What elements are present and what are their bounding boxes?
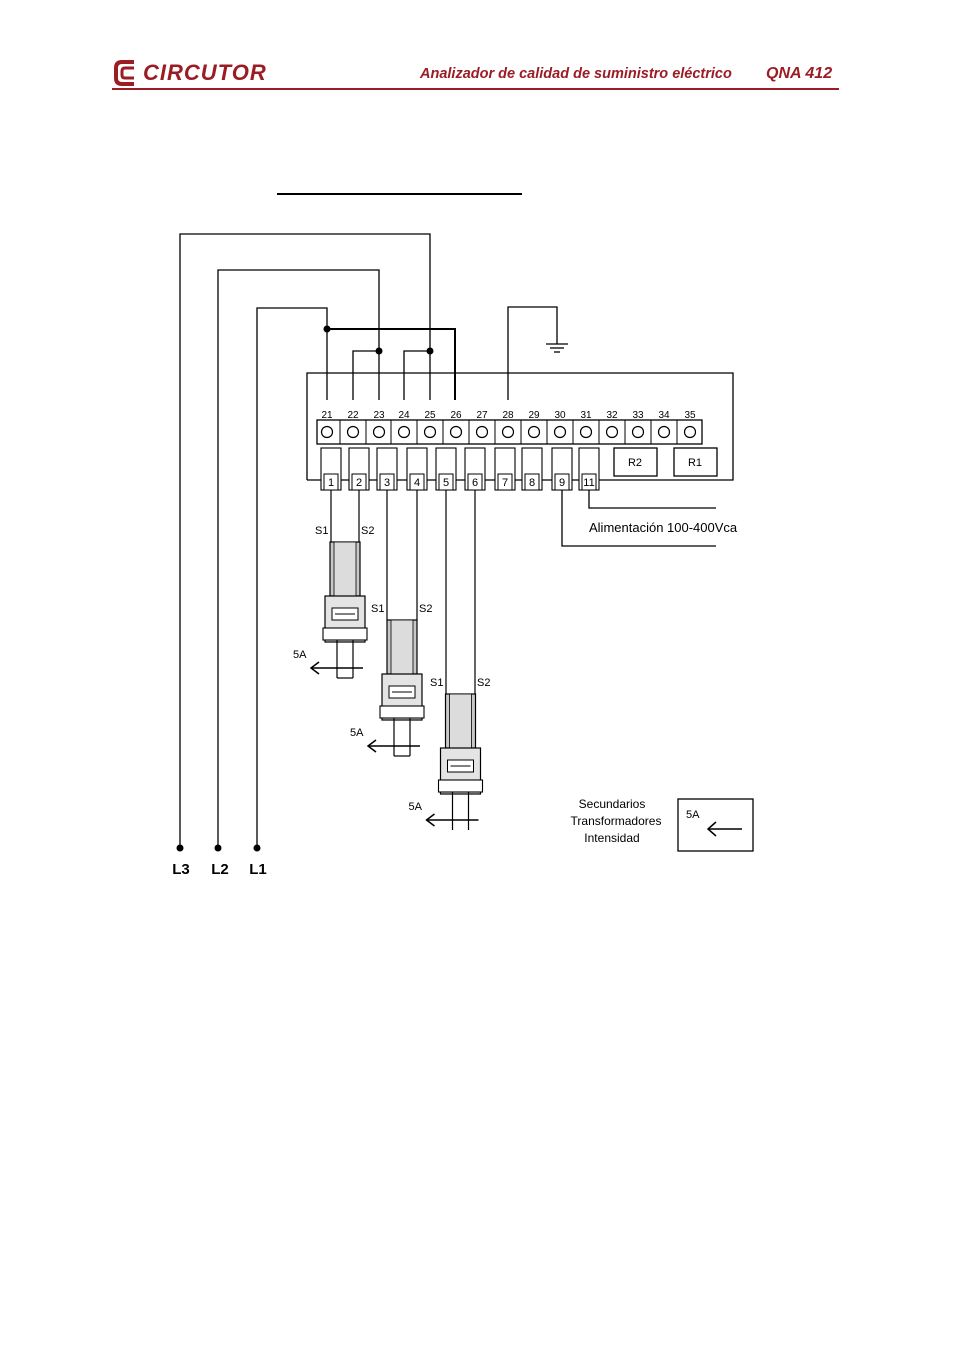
terminal-screw-icon: [320, 425, 334, 439]
terminal-label: 23: [373, 410, 385, 421]
ct-clamp: [322, 627, 368, 641]
terminal-screw-icon: [683, 425, 697, 439]
legend-line-2: Transformadores: [571, 814, 662, 828]
current-transformer: S1 S2 5A: [409, 490, 490, 830]
terminal-pin: [497, 473, 513, 491]
terminal-label: 32: [606, 410, 618, 421]
terminal-screw-icon: [631, 425, 645, 439]
ct-s2-label: S2: [477, 677, 490, 689]
terminal-label: 26: [450, 410, 462, 421]
terminal-pin: [554, 473, 570, 491]
section-heading-underline: [277, 193, 522, 195]
terminal-label: 24: [398, 410, 410, 421]
ct-upper-inner: [390, 619, 414, 675]
terminal-screw-icon: [372, 425, 386, 439]
ct-clamp: [379, 705, 425, 719]
terminal-screw-icon: [346, 425, 360, 439]
terminal-pin: [524, 473, 540, 491]
header-rule: [112, 88, 839, 90]
terminal-label: 9: [559, 477, 565, 489]
relay-r1-label: R1: [688, 457, 702, 469]
terminal-label: 3: [384, 477, 390, 489]
terminal-label: 11: [583, 477, 594, 489]
document-title: Analizador de calidad de suministro eléc…: [420, 66, 732, 82]
terminal-screw-icon: [657, 425, 671, 439]
terminal-label: 31: [580, 410, 592, 421]
terminal-screw-icon: [501, 425, 515, 439]
relay-r2-label: R2: [628, 457, 642, 469]
terminal-pin: [581, 473, 597, 491]
line-l3-label: L3: [172, 861, 190, 878]
ct-rating-label: 5A: [293, 649, 307, 661]
terminal-label: 21: [321, 410, 333, 421]
terminal-screw-icon: [605, 425, 619, 439]
ct-upper-inner: [449, 693, 472, 749]
terminal-label: 25: [424, 410, 436, 421]
terminal-label: 2: [356, 477, 362, 489]
terminal-screw-icon: [527, 425, 541, 439]
terminal-screw-icon: [449, 425, 463, 439]
arrow-left-icon: [425, 813, 435, 827]
terminal-label: 22: [347, 410, 359, 421]
terminal-label: 8: [529, 477, 535, 489]
arrow-left-icon: [309, 661, 320, 675]
terminal-screw-icon: [397, 425, 411, 439]
terminal-label: 6: [472, 477, 478, 489]
power-supply-label: Alimentación 100-400Vca: [589, 520, 738, 535]
terminal-label: 5: [443, 477, 449, 489]
legend-line-3: Intensidad: [584, 831, 639, 845]
terminal-label: 28: [502, 410, 514, 421]
legend-rating: 5A: [686, 809, 700, 821]
terminal-label: 4: [414, 477, 420, 489]
ct-s2-label: S2: [361, 525, 374, 537]
terminal-label: 1: [328, 477, 334, 489]
terminal-label: 27: [476, 410, 488, 421]
terminal-label: 30: [554, 410, 566, 421]
terminal-screw-icon: [579, 425, 593, 439]
ct-s2-label: S2: [419, 603, 432, 615]
terminal-screw-icon: [475, 425, 489, 439]
ct-rating-label: 5A: [409, 801, 423, 813]
terminal-label: 33: [632, 410, 644, 421]
terminal-label: 29: [528, 410, 540, 421]
terminal-label: 35: [684, 410, 696, 421]
ct-rating-label: 5A: [350, 727, 364, 739]
ct-s1-label: S1: [315, 525, 328, 537]
line-l2-label: L2: [211, 861, 229, 878]
model-number: QNA 412: [766, 65, 833, 82]
terminal-screw-icon: [423, 425, 437, 439]
current-transformer: S1 S2 5A: [350, 490, 432, 757]
ct-clamp: [437, 779, 484, 793]
circutor-logo-icon: [114, 60, 134, 86]
brand-name: CIRCUTOR: [143, 60, 267, 85]
line-l1-label: L1: [249, 861, 267, 878]
terminal-screw-icon: [553, 425, 567, 439]
ct-s1-label: S1: [371, 603, 384, 615]
ct-upper-inner: [333, 541, 357, 597]
ct-s1-label: S1: [430, 677, 443, 689]
bottom-terminal-row: 1 2 3 4 5 6 7 8 9 11: [320, 447, 600, 491]
arrow-left-icon: [366, 739, 377, 753]
terminal-label: 7: [502, 477, 508, 489]
legend-line-1: Secundarios: [579, 797, 646, 811]
top-terminal-row: 21 22 23 24 25 26 27 28 29 30 31 32 33 34 35: [320, 410, 697, 444]
current-transformer: S1 S2 5A: [293, 490, 374, 679]
terminal-label: 34: [658, 410, 670, 421]
arrow-left-icon: [706, 821, 742, 837]
